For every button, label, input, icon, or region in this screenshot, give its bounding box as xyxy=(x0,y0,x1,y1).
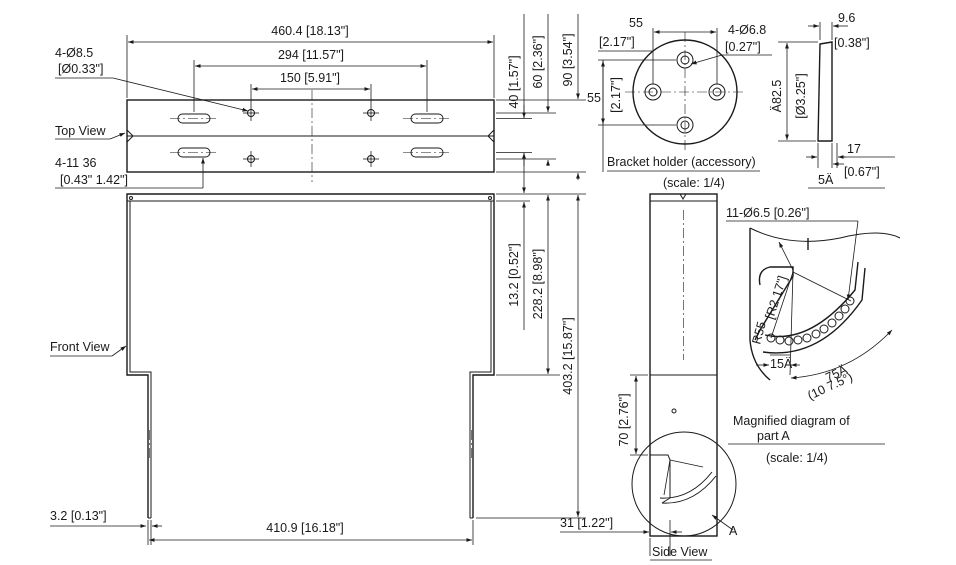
slot-note-in: [0.43" 1.42"] xyxy=(60,173,128,187)
detail-scale: (scale: 1/4) xyxy=(766,451,828,465)
dim-width-label: 410.9 [16.18"] xyxy=(266,521,343,535)
bracket-hole-note: 4-Ø6.8 xyxy=(728,23,766,37)
dim-403-label: 403.2 [15.87"] xyxy=(561,317,575,394)
detail-dim-15: 15Ä xyxy=(770,357,793,371)
bracket-dim-55-label: 55 xyxy=(629,16,643,30)
bracket-dim-55-in: [2.17"] xyxy=(599,35,635,49)
bracket-scale: (scale: 1/4) xyxy=(663,176,725,190)
top-view: 460.4 [18.13"] 294 [11.57"] 150 [5.91"] … xyxy=(55,14,586,189)
right-notch xyxy=(487,129,495,143)
front-view: Front View 3.2 [0.13"] 410.9 [16.18"] xyxy=(50,193,495,545)
bracket-holder: 55 [2.17"] [2.17"] 4-Ø6.8 [0.27"] 9.6 [0… xyxy=(598,11,895,190)
front-side-dims: 13.2 [0.52"] 228.2 [8.98"] 403.2 [15.87"… xyxy=(476,60,604,519)
top-view-title: Top View xyxy=(55,124,106,138)
bracket-title: Bracket holder (accessory) xyxy=(607,155,756,169)
bracket-dim-5: 5Ä xyxy=(818,173,834,187)
front-view-outline xyxy=(126,193,495,518)
dim-90-label: 90 [3.54"] xyxy=(561,33,575,86)
dim-overall-label: 460.4 [18.13"] xyxy=(271,24,348,38)
dim-55-label: 55 xyxy=(587,91,601,105)
hole-group xyxy=(243,105,379,167)
side-view: 70 [2.76"] 31 [1.22"] Side View A xyxy=(560,193,738,561)
detail-curve-inner xyxy=(764,261,859,338)
bracket-dim-55-v-in: [2.17"] xyxy=(609,77,623,113)
dim-13-label: 13.2 [0.52"] xyxy=(507,243,521,307)
detail-caption-1: Magnified diagram of xyxy=(733,414,850,428)
detail-break-top xyxy=(749,227,901,242)
detail-r55: R55 xyxy=(749,320,768,346)
left-notch xyxy=(126,129,134,143)
hole-note-leader xyxy=(112,77,249,112)
detail-caption-2: part A xyxy=(757,429,790,443)
hole-note: 4-Ø8.5 xyxy=(55,46,93,60)
slot-group xyxy=(170,113,451,158)
front-view-title: Front View xyxy=(50,340,110,354)
side-view-title: Side View xyxy=(652,545,708,559)
detail-r2: [R2.17"] xyxy=(763,274,790,321)
bracket-dim-dia-in: [Ø3.25"] xyxy=(794,73,808,118)
bracket-dim-17-in: [0.67"] xyxy=(844,165,880,179)
detail-holes-note: 11-Ø6.5 [0.26"] xyxy=(726,206,809,220)
dim-228-label: 228.2 [8.98"] xyxy=(531,249,545,319)
hole-note-in: [Ø0.33"] xyxy=(58,62,103,76)
detail-a: 11-Ø6.5 [0.26"] R55 [R2.17"] 15Ä 75Ä (10… xyxy=(726,206,901,465)
dim-294-label: 294 [11.57"] xyxy=(278,48,344,62)
bracket-dim-dia: Ä82.5 xyxy=(770,80,784,113)
dim-thickness-label: 3.2 [0.13"] xyxy=(50,509,107,523)
bracket-dim-96: 9.6 xyxy=(838,11,855,25)
bracket-dim-96-in: [0.38"] xyxy=(834,36,870,50)
callout-a: A xyxy=(729,524,738,538)
bracket-profile xyxy=(817,41,833,142)
dim-70-label: 70 [2.76"] xyxy=(617,393,631,446)
dim-31-label: 31 [1.22"] xyxy=(560,516,613,530)
bracket-hole-note-in: [0.27"] xyxy=(725,40,761,54)
bracket-dim-17: 17 xyxy=(847,142,861,156)
detail-circle-a xyxy=(631,431,737,537)
dim-60-label: 60 [2.36"] xyxy=(531,35,545,88)
side-view-body xyxy=(649,193,718,537)
slot-note: 4-11 36 xyxy=(55,156,97,170)
dim-40-label: 40 [1.57"] xyxy=(507,55,521,108)
dim-150-label: 150 [5.91"] xyxy=(280,71,340,85)
